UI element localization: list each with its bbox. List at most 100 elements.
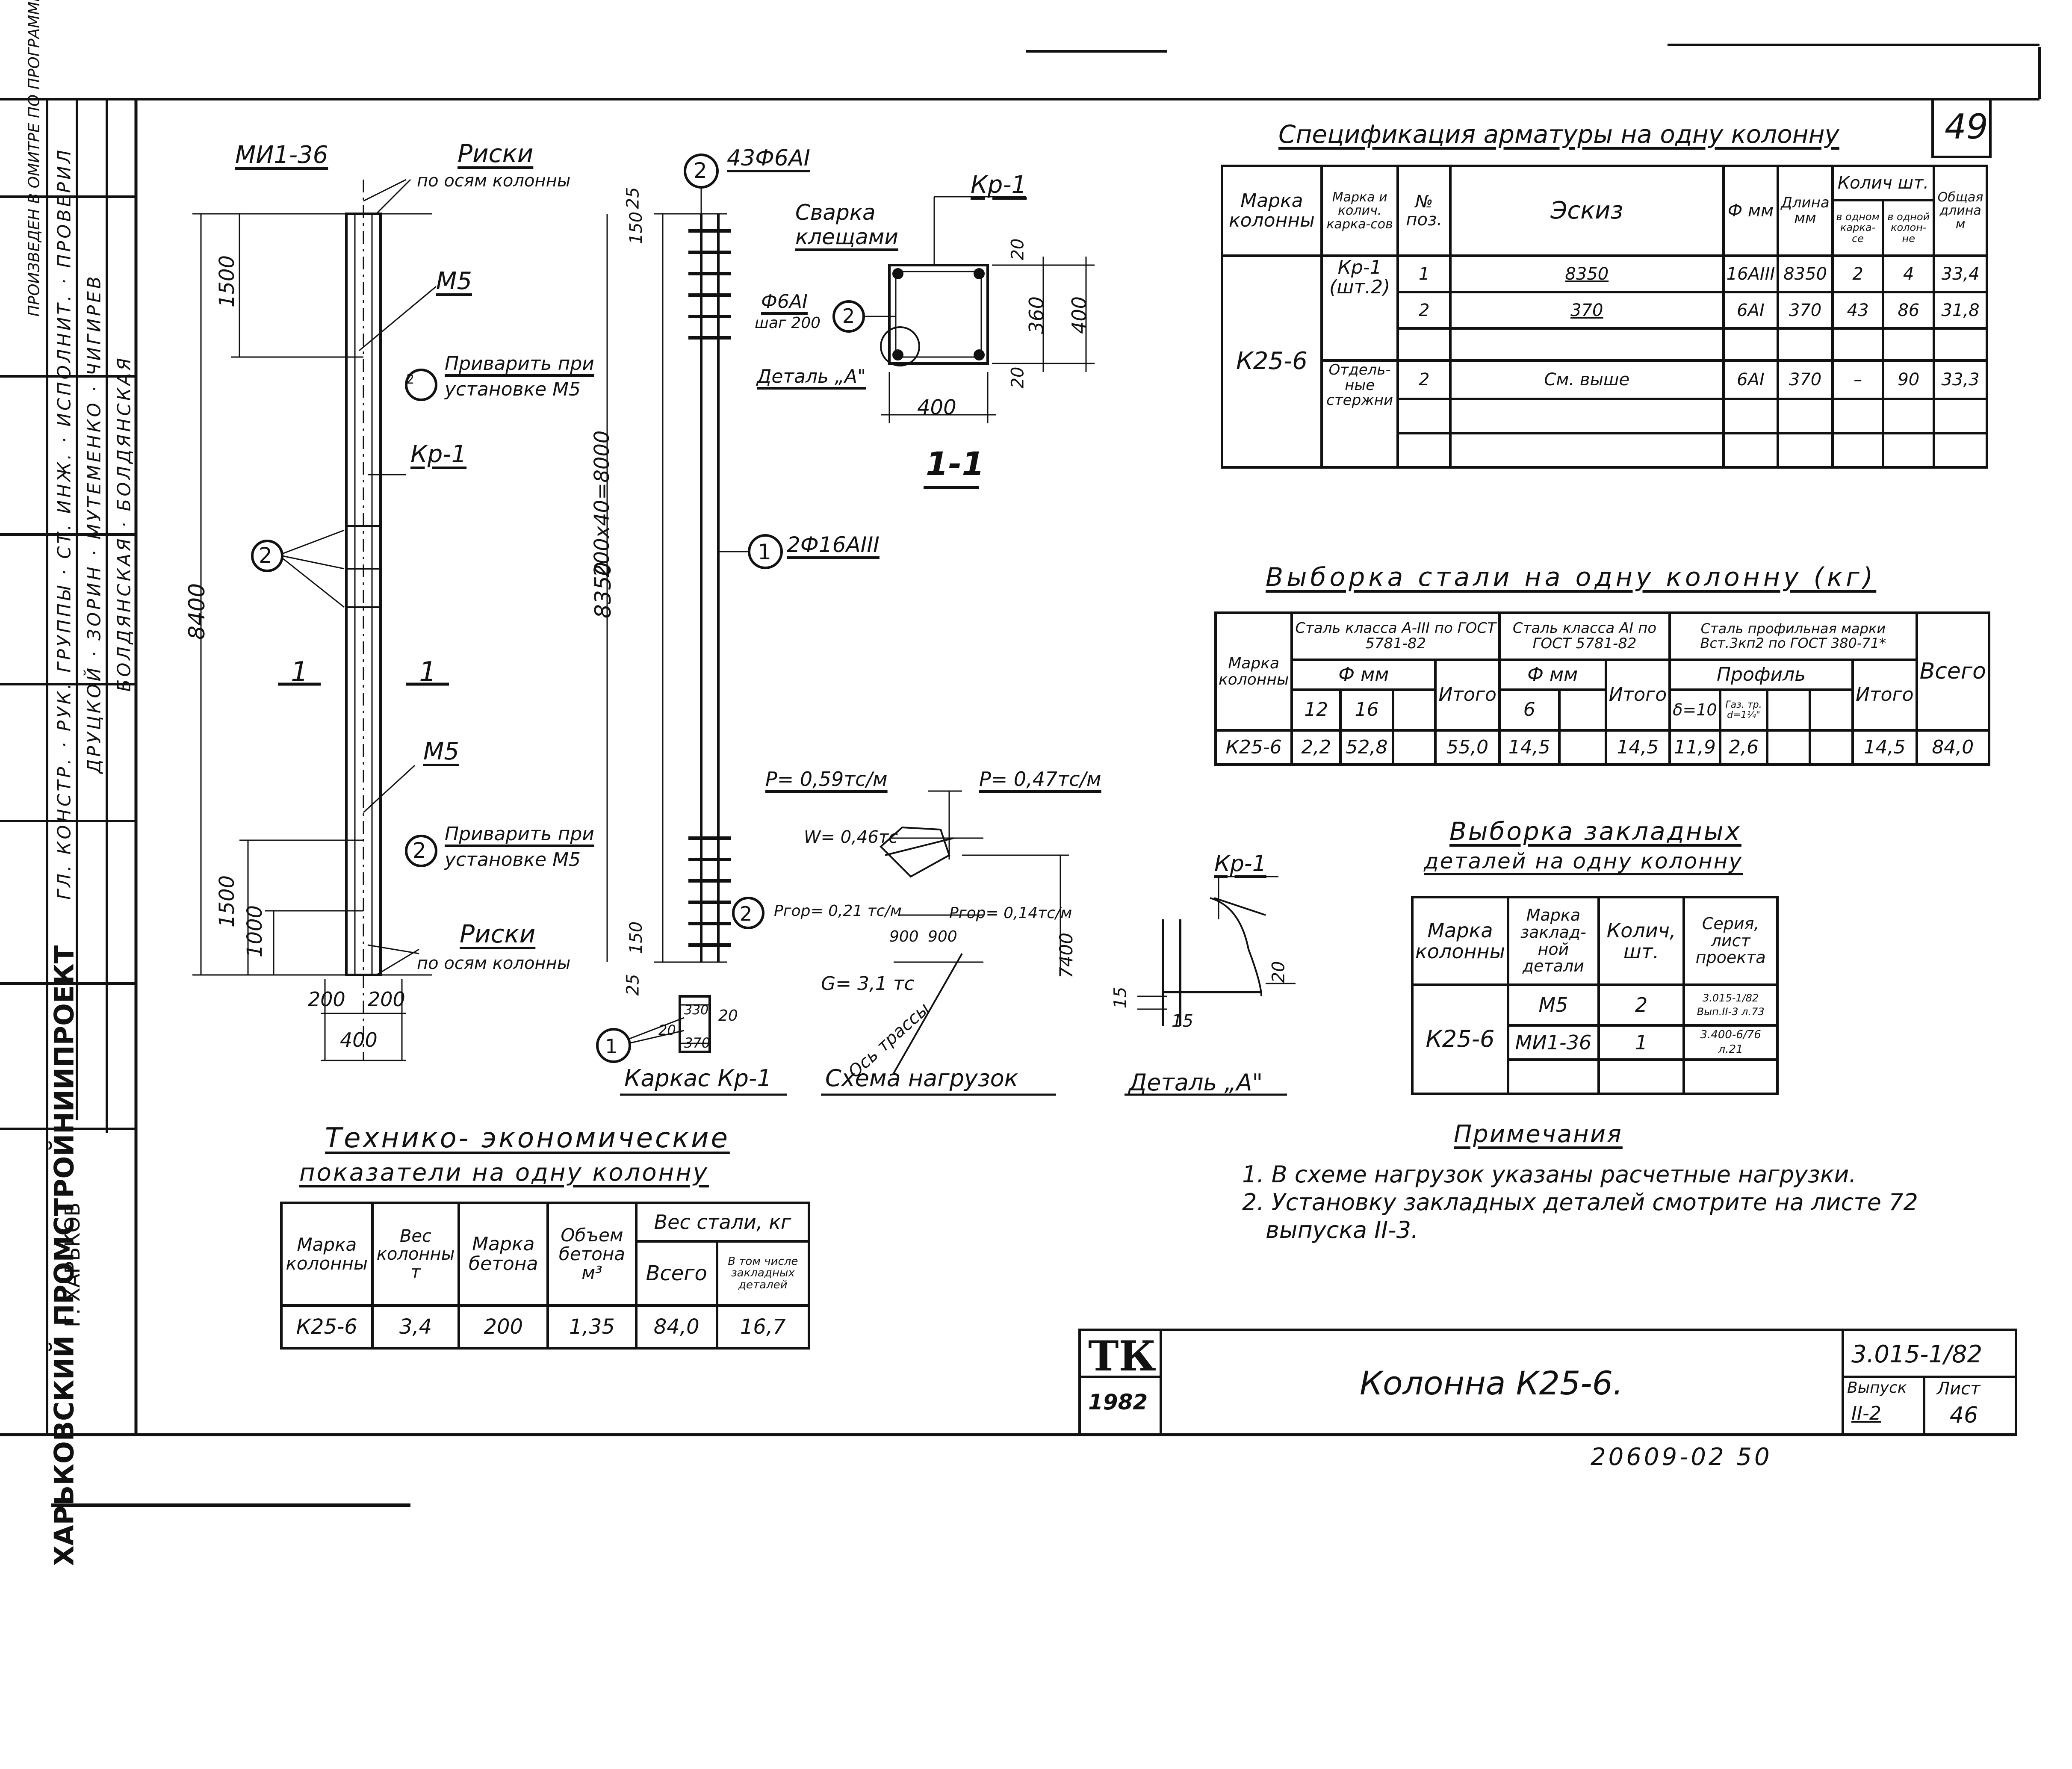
- tech-h-all: Всего: [635, 1240, 718, 1307]
- steel-table: Марка колонны Сталь класса А-III по ГОСТ…: [1214, 611, 1991, 766]
- sheet-number: 49: [1945, 107, 1988, 147]
- weld-note-bottom-1: Приварить при: [445, 823, 594, 845]
- spec-r2-q2: 86: [1882, 291, 1936, 330]
- tech-row-mark: К25-6: [280, 1304, 374, 1350]
- callout-2-top: 2: [406, 372, 415, 387]
- dim-20-top: 20: [1008, 238, 1028, 260]
- tech-h-steel: Вес стали, кг: [635, 1202, 811, 1243]
- steel-h-prof: Сталь профильная марки Вст.3кп2 по ГОСТ …: [1668, 611, 1918, 661]
- load-pgor1: Pгор= 0,21 тс/м: [774, 902, 902, 920]
- dim-900-left: 900: [889, 928, 919, 945]
- spec-r2-sketch: 370: [1449, 291, 1725, 330]
- spec-r1-length: 8350: [1777, 254, 1834, 293]
- load-g: G= 3,1 тс: [821, 973, 915, 995]
- dim-900-right: 900: [928, 928, 957, 945]
- riski-bottom: Риски: [460, 919, 536, 948]
- spec-r3-pos: 2: [1396, 359, 1452, 400]
- bars-43f6ai: 43Ф6АI: [727, 145, 810, 171]
- steel-h-d10: δ=10: [1668, 688, 1721, 732]
- dim-15-bottom: 15: [1172, 1011, 1193, 1031]
- drawing-sheet: 49 ХАРЬКОВСКИЙ ПРОМСТРОЙНИИПРОЕКТ Г. ХАР…: [0, 0, 2041, 1566]
- steel-row-pipe: 2,6: [1718, 729, 1769, 766]
- stamp-names-3: БОЛДЯНСКАЯ · БОЛДЯНСКАЯ: [113, 355, 135, 692]
- steel-row-16: 52,8: [1339, 729, 1394, 766]
- steel-row-d10: 11,9: [1668, 729, 1721, 766]
- stamp-note: ПРОИЗВЕДЕН В ОМИТРЕ ПО ПРОГРАММЕ НВС: [25, 0, 43, 317]
- spec-table-title: Спецификация арматуры на одну колонну: [1278, 120, 1839, 149]
- spec-r3-total: 33,3: [1933, 359, 1988, 400]
- spec-r2-pos: 2: [1396, 291, 1452, 330]
- notes-title: Примечания: [1454, 1120, 1623, 1148]
- weld-note-top-1: Приварить при: [445, 353, 594, 375]
- dim-15-left: 15: [1110, 986, 1130, 1009]
- spec-h-qty: Колич шт.: [1831, 165, 1936, 201]
- steel-h-total-a3: Итого: [1434, 659, 1501, 732]
- embedded-table: Марка колонны Марка заклад-ной детали Ко…: [1411, 896, 1779, 1095]
- steel-row-total-a1: 14,5: [1604, 729, 1671, 766]
- emb-r2-qty: 1: [1597, 1024, 1685, 1061]
- steel-h-6: 6: [1498, 688, 1561, 732]
- bar-step: шаг 200: [755, 314, 821, 332]
- riski-top: Риски: [457, 139, 534, 168]
- m5-bottom: М5: [423, 738, 459, 765]
- tech-h-emb: В том числе закладных деталей: [715, 1240, 811, 1307]
- emb-r1-qty: 2: [1597, 983, 1685, 1027]
- tech-h-weight: Вес колонны т: [371, 1202, 460, 1307]
- kr1-label-detail: Кр-1: [1214, 851, 1266, 877]
- spec-r3-q2: 90: [1882, 359, 1936, 400]
- emb-h-series: Серия, лист проекта: [1682, 896, 1779, 986]
- dim-25-bottom: 25: [623, 974, 643, 996]
- riski-top-sub: по осям колонны: [417, 171, 571, 191]
- steel-row-12: 2,2: [1290, 729, 1342, 766]
- load-p2: P= 0,47тс/м: [979, 768, 1101, 791]
- dim-1500-top: 1500: [215, 255, 239, 308]
- dim-150-top: 150: [626, 211, 646, 245]
- spec-r2-q1: 43: [1831, 291, 1885, 330]
- spec-r2-phi: 6АI: [1722, 291, 1780, 330]
- emb-r2-det: МИ1-36: [1506, 1024, 1600, 1061]
- load-w: W= 0,46тс: [804, 827, 898, 847]
- steel-row-mark: К25-6: [1214, 729, 1293, 766]
- spec-frame-separate: Отдель-ные стержни: [1320, 359, 1399, 469]
- note-line-1: 1. В схеме нагрузок указаны расчетные на…: [1242, 1161, 1857, 1188]
- title-year: 1982: [1088, 1390, 1148, 1415]
- weld-label-1: Сварка: [795, 200, 876, 225]
- emb-h-det: Марка заклад-ной детали: [1506, 896, 1600, 986]
- steel-h-phi-a1: Ф мм: [1498, 659, 1607, 691]
- spec-h-qty-col: в одной колон-не: [1882, 199, 1936, 257]
- tech-row-all: 84,0: [635, 1304, 718, 1350]
- bar-f6ai: Ф6АI: [761, 291, 808, 313]
- sheet-value: 46: [1950, 1403, 1978, 1428]
- dim-1500-bottom: 1500: [215, 875, 239, 928]
- issue-value: II-2: [1851, 1403, 1881, 1424]
- tech-h-volume: Объем бетона м³: [546, 1202, 638, 1307]
- load-pgor2: Pгор= 0,14тс/м: [949, 904, 1072, 922]
- detail-a-ref: Деталь „А": [757, 366, 866, 387]
- spec-col-mark: К25-6: [1221, 254, 1323, 469]
- tech-row-emb: 16,7: [715, 1304, 811, 1350]
- steel-row-all: 84,0: [1915, 729, 1991, 766]
- dim-8400: 8400: [184, 583, 210, 640]
- tk-logo: ТК: [1088, 1332, 1156, 1380]
- spec-h-pos: № поз.: [1396, 165, 1452, 257]
- steel-row-total-prof: 14,5: [1851, 729, 1918, 766]
- section-title: 1-1: [926, 445, 985, 483]
- spec-table: Марка колонны Марка и колич. карка-сов №…: [1221, 165, 1988, 469]
- spec-r2-length: 370: [1777, 291, 1834, 330]
- spec-r1-q2: 4: [1882, 254, 1936, 293]
- spec-h-phi: Ф мм: [1722, 165, 1780, 257]
- steel-row-total-a3: 55,0: [1434, 729, 1501, 766]
- callout-2-sec11: 2: [842, 304, 855, 328]
- section-mark-left: 1: [291, 656, 308, 688]
- detail-a-title: Деталь „А": [1129, 1069, 1263, 1096]
- issue-label: Выпуск: [1847, 1379, 1907, 1397]
- steel-h-12: 12: [1290, 688, 1342, 732]
- bars-2f16aiii: 2Ф16АIII: [787, 532, 880, 557]
- emb-r1-det: М5: [1506, 983, 1600, 1027]
- steel-h-all: Всего: [1915, 611, 1991, 732]
- dim-200x40: 200х40=8000: [590, 430, 614, 577]
- steel-h-total-prof: Итого: [1851, 659, 1918, 732]
- dim-20-bottom: 20: [1008, 366, 1028, 389]
